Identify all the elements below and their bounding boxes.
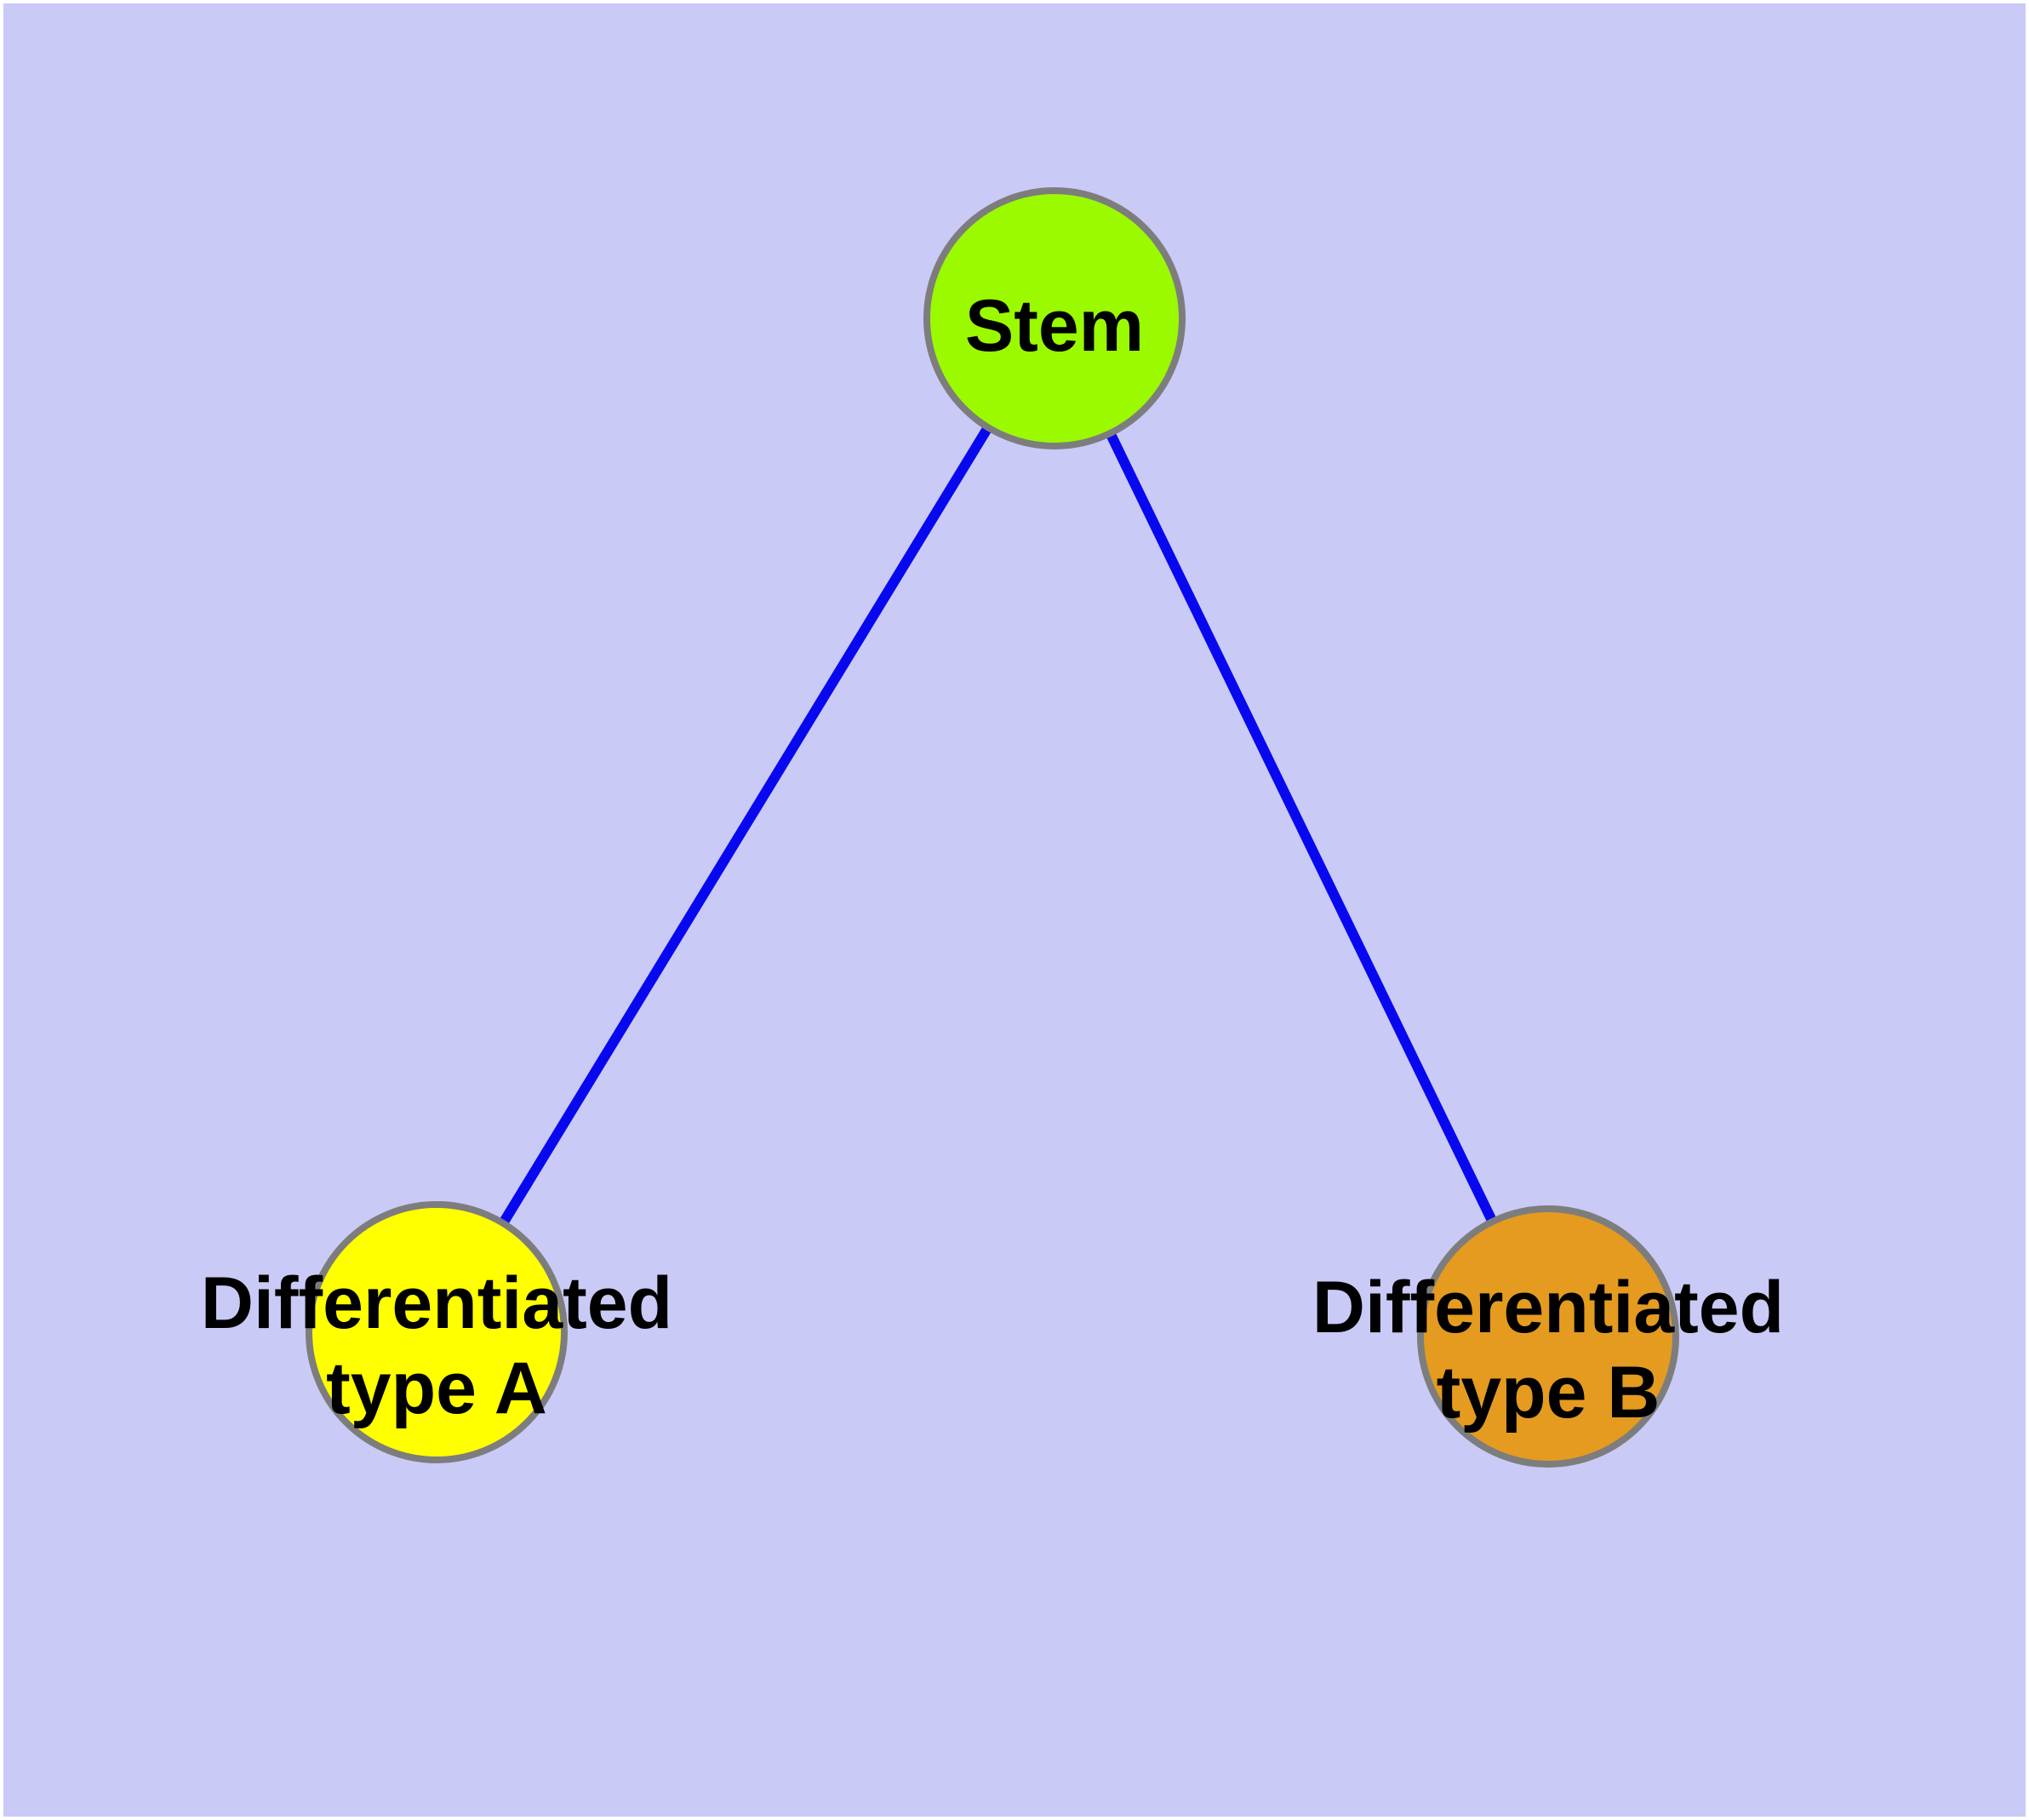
node-type-b-label-line1: Differentiated — [1312, 1267, 1784, 1348]
edge-stem-to-type-a — [432, 315, 1060, 1336]
edge-group — [432, 315, 1553, 1339]
node-type-a — [306, 1201, 568, 1463]
node-type-b — [1417, 1205, 1679, 1468]
node-stem-label: Stem — [965, 285, 1144, 367]
node-stem — [923, 187, 1186, 449]
node-type-a-label-line1: Differentiated — [201, 1262, 672, 1344]
node-type-b-label-line2: type B — [1437, 1352, 1660, 1434]
edge-stem-to-type-b — [1049, 316, 1553, 1339]
node-type-a-label-line2: type A — [326, 1348, 547, 1429]
